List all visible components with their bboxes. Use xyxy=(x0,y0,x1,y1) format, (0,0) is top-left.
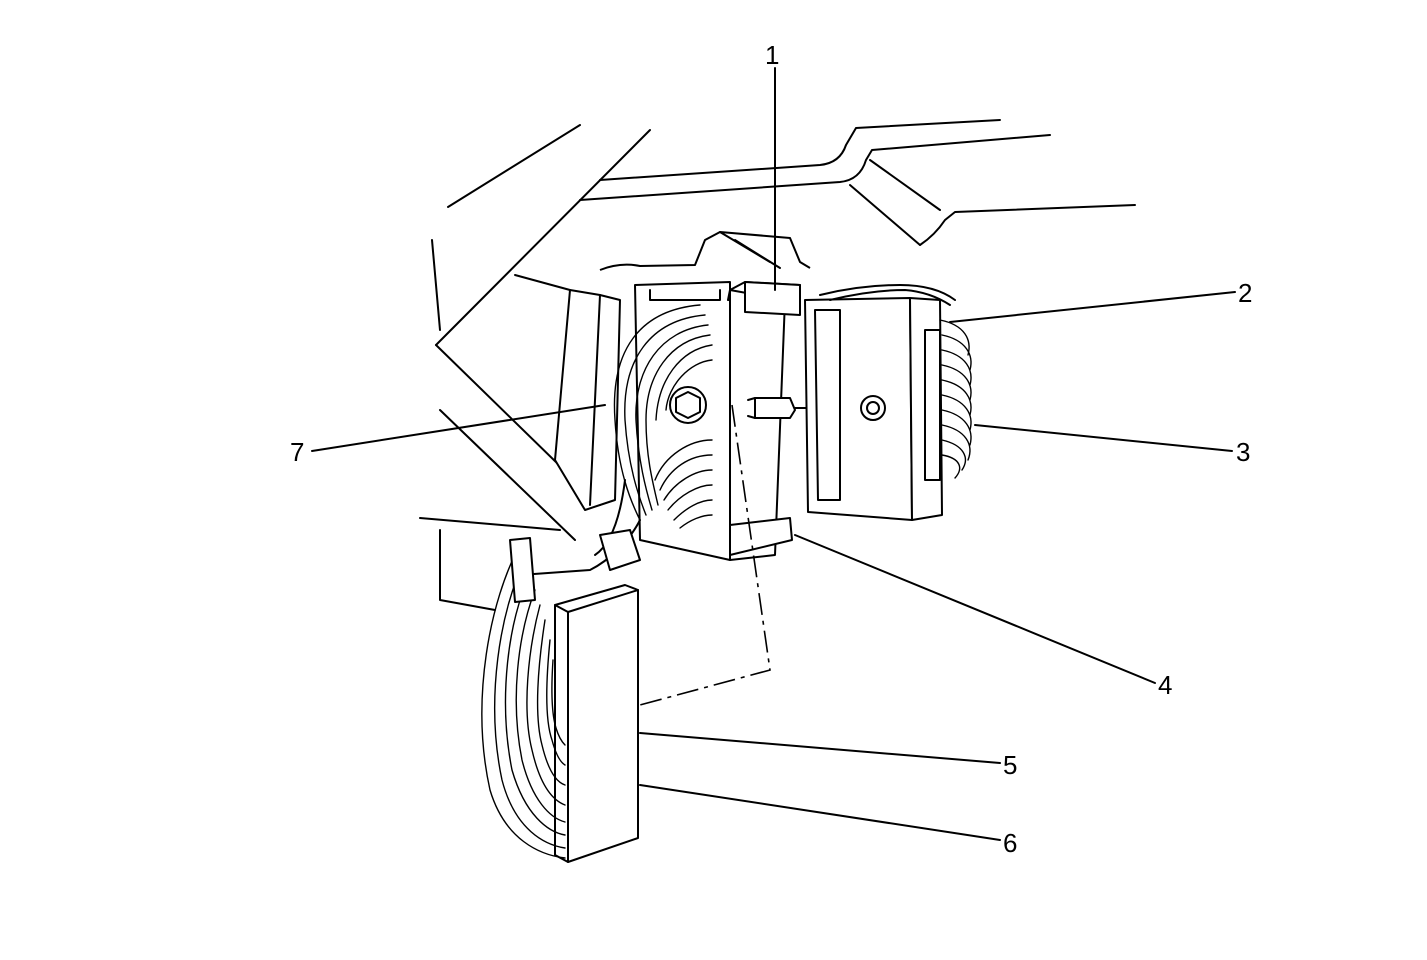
callouts: 1 2 3 4 5 6 7 xyxy=(290,40,1252,858)
callout-3: 3 xyxy=(1236,437,1250,467)
right-connector-half xyxy=(804,284,972,521)
alignment-line xyxy=(639,404,771,706)
main-connector-body xyxy=(519,281,731,576)
callout-5: 5 xyxy=(1003,750,1017,780)
wire-bundle-right xyxy=(939,319,972,479)
leader-lines xyxy=(311,67,1236,841)
callout-7: 7 xyxy=(290,437,304,467)
callout-2: 2 xyxy=(1238,278,1252,308)
wire-bundle-left xyxy=(613,304,713,529)
lower-connector xyxy=(481,537,639,863)
bolt-head xyxy=(669,386,707,424)
callout-6: 6 xyxy=(1003,828,1017,858)
vehicle-body-lines xyxy=(419,119,1136,611)
mounting-bracket xyxy=(554,231,811,511)
callout-1: 1 xyxy=(765,40,779,70)
callout-4: 4 xyxy=(1158,670,1172,700)
wire-bundle-lower xyxy=(481,544,566,859)
